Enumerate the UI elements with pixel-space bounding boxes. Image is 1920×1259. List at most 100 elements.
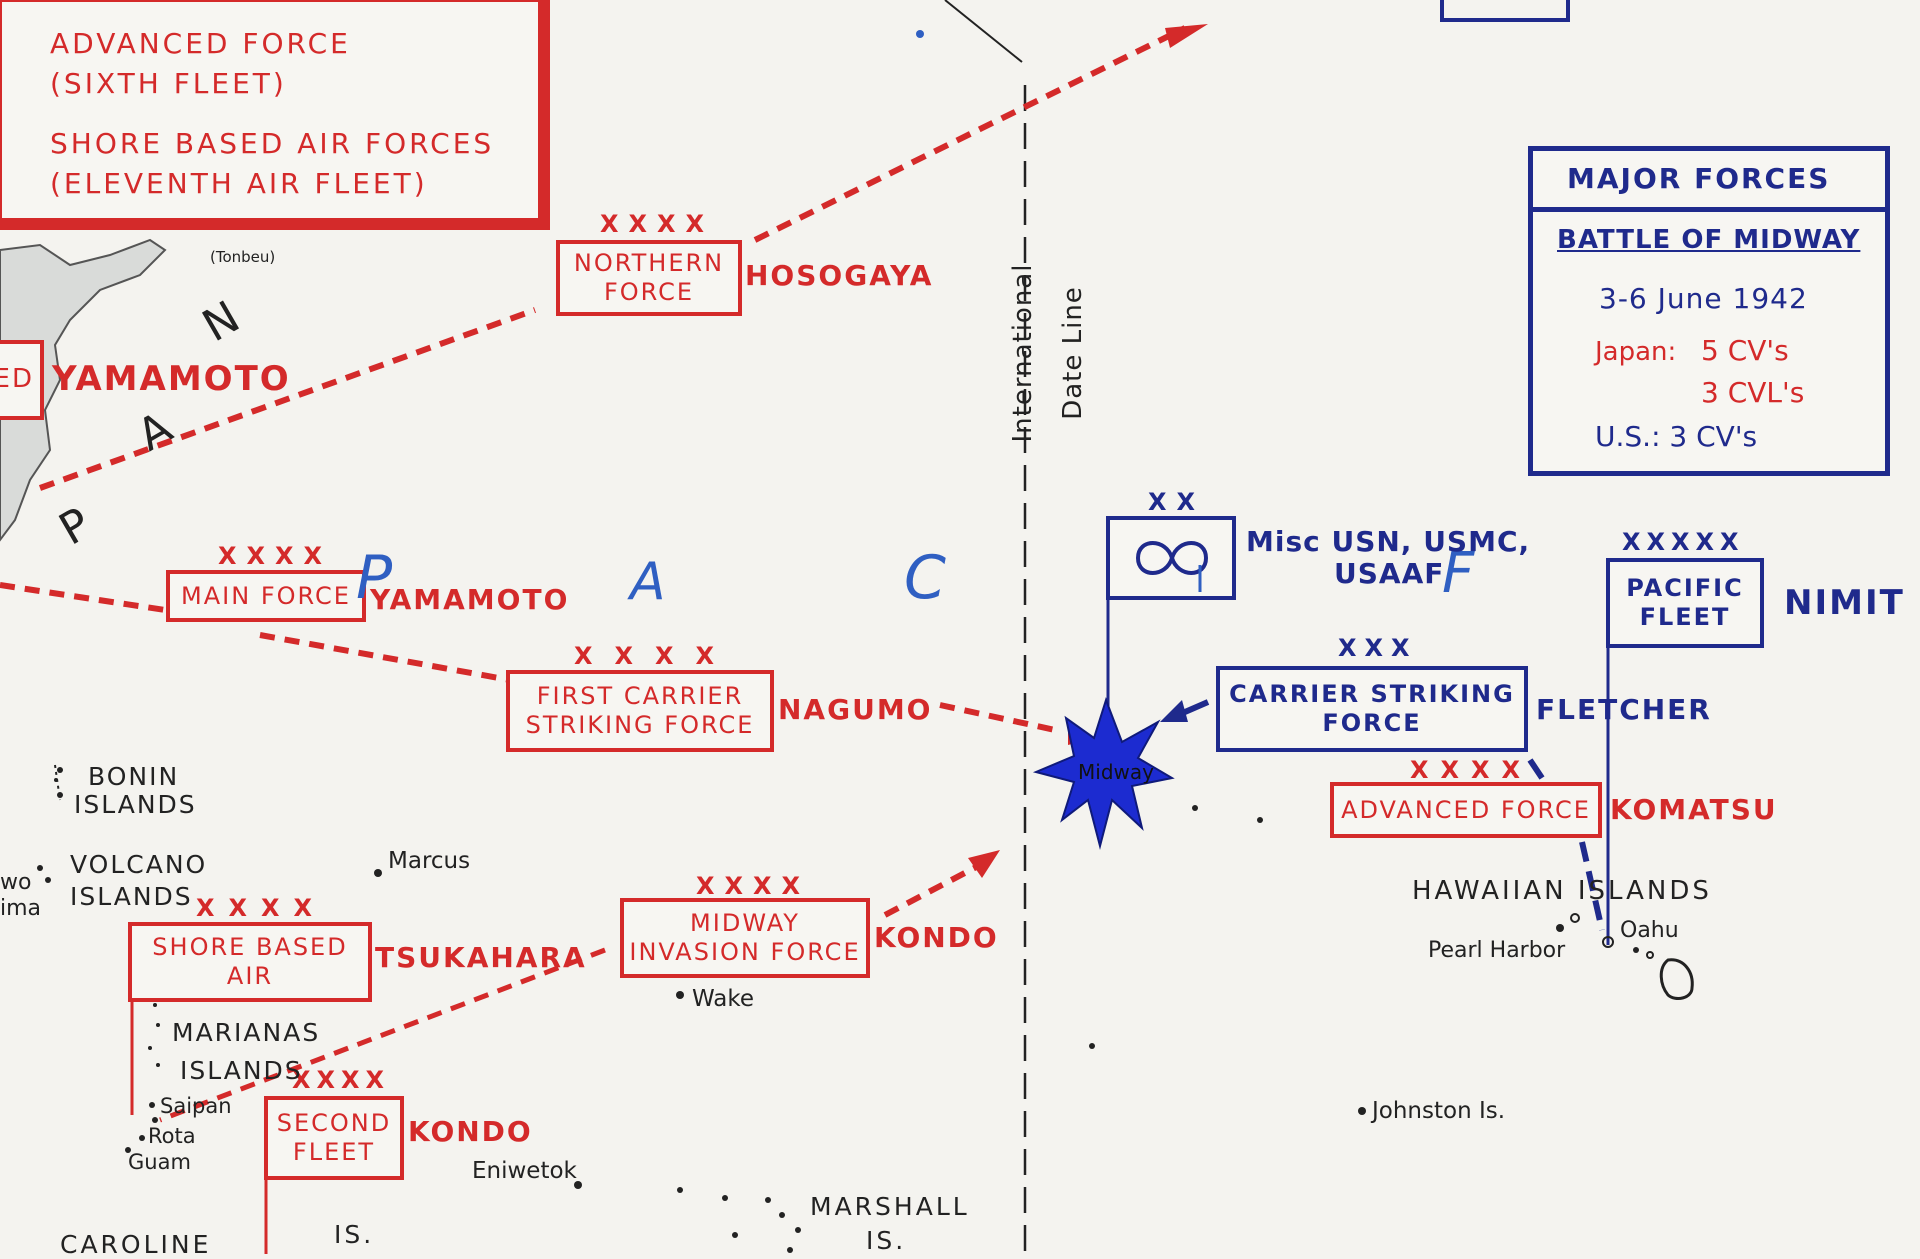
first-carrier-striking-force-box: FIRST CARRIER STRIKING FORCE — [506, 670, 774, 752]
us-advanced-force-line-1: ADVANCED FORCE — [1341, 795, 1591, 824]
commander-hosogaya: HOSOGAYA — [745, 259, 934, 292]
us-advanced-force-echelon: XXXX — [1410, 756, 1533, 784]
place-bonin-1: BONIN — [88, 762, 180, 791]
combined-fleet-box-partial: ED — [0, 340, 44, 420]
first-carrier-line-1: FIRST CARRIER — [536, 682, 744, 711]
place-wake: Wake — [692, 986, 755, 1012]
commander-kondo-invasion: KONDO — [874, 921, 999, 954]
commander-kondo-second: KONDO — [408, 1115, 533, 1148]
main-force-line-1: MAIN FORCE — [181, 581, 351, 610]
legend-title: MAJOR FORCES — [1567, 162, 1831, 195]
legend-japan-cv: 5 CV's — [1701, 334, 1789, 367]
advanced-force-route — [1527, 758, 1545, 780]
date-line-top-segment — [944, 0, 1023, 63]
second-fleet-box: SECOND FLEET — [264, 1096, 404, 1180]
shore-based-air-box: SHORE BASED AIR — [128, 922, 372, 1002]
shore-based-air-line-1: SHORE BASED — [152, 933, 348, 962]
infinity-symbol — [1135, 541, 1209, 575]
ocean-letter-c: C — [904, 543, 947, 613]
japan-advanced-force-box: ADVANCED FORCE (SIXTH FLEET) SHORE BASED… — [0, 0, 550, 230]
date-line-label-2: Date Line — [1058, 286, 1088, 420]
ocean-letter-p: P — [356, 543, 394, 613]
commander-komatsu: KOMATSU — [1610, 793, 1778, 826]
pacific-fleet-line-2: FLEET — [1639, 603, 1731, 631]
place-marcus: Marcus — [388, 848, 471, 874]
main-force-route-west — [0, 582, 166, 613]
legend-us-line: U.S.: 3 CV's — [1595, 420, 1758, 453]
carrier-striking-echelon: XXX — [1338, 634, 1418, 662]
legend-japan-cvl: 3 CVL's — [1701, 376, 1805, 409]
place-tonbeu: (Tonbeu) — [210, 248, 276, 266]
second-fleet-line-2: FLEET — [292, 1138, 376, 1166]
place-bonin-2: ISLANDS — [74, 790, 197, 819]
place-rota: Rota — [148, 1124, 196, 1148]
misc-force-label-2: USAAF — [1334, 557, 1445, 590]
commander-yamamoto-top: YAMAMOTO — [52, 359, 291, 399]
place-marshall-1: MARSHALL — [810, 1192, 970, 1221]
first-carrier-line-2: STRIKING FORCE — [525, 711, 755, 739]
place-pearl-harbor: Pearl Harbor — [1428, 938, 1566, 963]
place-eniwetok: Eniwetok — [472, 1158, 577, 1184]
commander-nagumo: NAGUMO — [778, 693, 933, 726]
place-saipan: Saipan — [160, 1094, 232, 1118]
place-hawaiian-islands: HAWAIIAN ISLANDS — [1412, 876, 1712, 906]
northern-force-route — [753, 25, 1187, 243]
northern-force-line-1: NORTHERN — [573, 249, 725, 278]
dotted-line-bonin — [54, 764, 61, 801]
legend-subtitle: BATTLE OF MIDWAY — [1557, 225, 1861, 255]
midway-invasion-force-box: MIDWAY INVASION FORCE — [620, 898, 870, 978]
japan-box-line-4: (ELEVENTH AIR FLEET) — [50, 167, 428, 200]
hawaii-big-island — [1659, 958, 1694, 1000]
northern-force-box: NORTHERN FORCE — [556, 240, 742, 316]
shore-based-air-line-2: AIR — [226, 962, 274, 990]
northern-force-echelon: XXXX — [600, 210, 715, 238]
date-line-label-1: International — [1008, 263, 1038, 443]
place-volcano-2: ISLANDS — [70, 882, 193, 911]
ocean-letter-f: F — [1442, 541, 1476, 606]
place-marshall-2: IS. — [866, 1226, 907, 1255]
carrier-striking-force-box: CARRIER STRIKING FORCE — [1216, 666, 1528, 752]
island-dots — [37, 30, 1654, 1253]
pacific-fleet-box: PACIFIC FLEET — [1606, 558, 1764, 648]
legend-box: MAJOR FORCES BATTLE OF MIDWAY 3-6 June 1… — [1528, 146, 1890, 476]
place-johnston: Johnston Is. — [1372, 1098, 1506, 1124]
kondo-arrowhead — [968, 850, 1000, 878]
commander-yamamoto-main: YAMAMOTO — [370, 583, 570, 616]
place-marianas-2: ISLANDS — [180, 1056, 303, 1085]
midway-invasion-echelon: XXXX — [696, 872, 811, 900]
first-carrier-echelon: XXXX — [574, 642, 737, 670]
legend-title-bar — [1533, 151, 1885, 212]
top-partial-box — [1440, 0, 1570, 22]
midway-invasion-line-2: INVASION FORCE — [629, 938, 861, 966]
us-advanced-force-box: ADVANCED FORCE — [1330, 782, 1602, 838]
northern-force-arrowhead — [1165, 24, 1208, 48]
carrier-striking-line-2: FORCE — [1322, 709, 1422, 737]
japan-coastline — [0, 238, 167, 542]
second-fleet-echelon: XXXX — [292, 1066, 391, 1094]
main-force-box: MAIN FORCE — [166, 570, 366, 622]
place-oahu: Oahu — [1620, 918, 1679, 943]
combined-fleet-box-label: ED — [0, 364, 34, 395]
place-iwo-1: wo — [0, 870, 32, 895]
legend-dates: 3-6 June 1942 — [1599, 282, 1808, 315]
place-iwo-2: ima — [0, 896, 42, 921]
misc-force-label-1: Misc USN, USMC, — [1246, 525, 1531, 558]
ocean-letter-a: A — [630, 552, 667, 612]
shore-based-air-echelon: XXXX — [196, 894, 327, 922]
commander-tsukahara: TSUKAHARA — [375, 941, 587, 974]
advanced-force-route-lower — [1579, 841, 1605, 931]
carrier-striking-line-1: CARRIER STRIKING — [1229, 680, 1515, 709]
pacific-fleet-line-1: PACIFIC — [1626, 574, 1744, 603]
place-volcano-1: VOLCANO — [70, 850, 208, 879]
northern-force-line-2: FORCE — [603, 278, 695, 306]
yamamoto-route — [38, 307, 537, 491]
japan-box-line-2: (SIXTH FLEET) — [50, 67, 287, 100]
place-caroline-1: CAROLINE — [60, 1230, 212, 1259]
second-fleet-line-1: SECOND — [276, 1109, 392, 1138]
us-carrier-arrowhead — [1160, 700, 1188, 722]
nagumo-route — [939, 702, 1056, 733]
place-marianas-1: MARIANAS — [172, 1018, 321, 1047]
tsukahara-route — [159, 947, 606, 1123]
kondo-route — [883, 862, 982, 918]
